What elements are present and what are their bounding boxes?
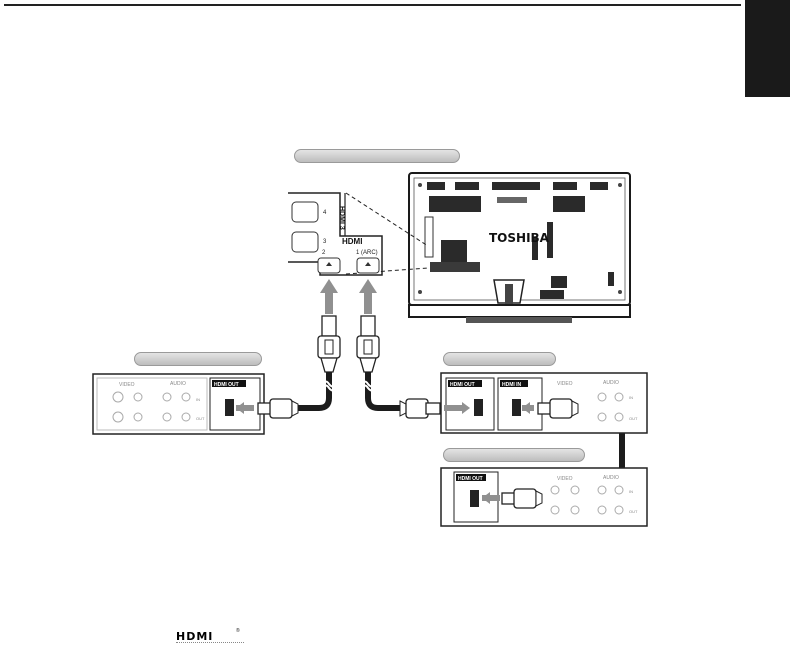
side-port-3: 3 <box>323 239 327 245</box>
side-port-4: 4 <box>323 210 327 216</box>
zoom-line-top <box>345 192 429 247</box>
svg-text:OUT: OUT <box>629 509 638 514</box>
left-audio-label: AUDIO <box>170 381 186 387</box>
svg-text:VIDEO: VIDEO <box>557 381 573 387</box>
left-device-label-bar <box>134 352 262 366</box>
left-hdmi-out-label: HDMI OUT <box>214 382 239 388</box>
svg-text:AUDIO: AUDIO <box>603 475 619 481</box>
hdmi-plug-left-device <box>236 398 299 419</box>
tv-label-bar <box>294 149 460 163</box>
cable-left <box>296 372 332 411</box>
section-tab <box>745 0 790 97</box>
right-bottom-device: HDMI OUT VIDEO AUDIO IN OUT <box>440 467 648 527</box>
side-hdmi-label: HDMI 3 <box>338 206 345 230</box>
hdmi-plug-right-out <box>399 398 470 419</box>
hdmi-logo-subline <box>176 642 244 646</box>
hdmi-plug-right-in <box>522 398 579 419</box>
left-device: VIDEO AUDIO IN OUT HDMI OUT <box>92 373 265 435</box>
hdmi-plug-bottom-out <box>482 488 543 509</box>
right-device-label-bar <box>443 352 556 366</box>
hdmi-logo: HDMI ® <box>176 628 246 648</box>
port-2-label: 2 <box>322 250 326 256</box>
hdmi-badge: HDMI <box>342 237 362 246</box>
svg-text:OUT: OUT <box>629 416 638 421</box>
insert-arrow-port-2 <box>320 279 338 314</box>
svg-text:VIDEO: VIDEO <box>557 476 573 482</box>
bottom-device-label-bar <box>443 448 585 462</box>
cable-right <box>365 372 400 411</box>
right-hdmi-out-label: HDMI OUT <box>450 382 475 388</box>
svg-text:OUT: OUT <box>196 416 205 421</box>
svg-text:IN: IN <box>196 397 200 402</box>
bottom-hdmi-out-label: HDMI OUT <box>458 476 483 482</box>
hdmi-logo-text: HDMI <box>176 630 214 643</box>
hdmi-logo-mark: ® <box>236 628 240 634</box>
tv-rear: TOSHIBA <box>408 172 631 323</box>
top-rule <box>4 4 741 6</box>
svg-text:IN: IN <box>629 395 633 400</box>
right-hdmi-in-label: HDMI IN <box>502 382 522 388</box>
left-video-label: VIDEO <box>119 382 135 388</box>
hdmi-plug-port-1 <box>356 315 380 373</box>
svg-text:IN: IN <box>629 489 633 494</box>
port-1-label: 1 (ARC) <box>356 250 378 256</box>
svg-text:AUDIO: AUDIO <box>603 380 619 386</box>
hdmi-plug-port-2 <box>317 315 341 373</box>
insert-arrow-port-1 <box>359 279 377 314</box>
hdmi-terminal-closeup: 4 3 HDMI 3 HDMI 2 1 (ARC) <box>288 192 383 276</box>
tv-brand: TOSHIBA <box>489 231 550 245</box>
